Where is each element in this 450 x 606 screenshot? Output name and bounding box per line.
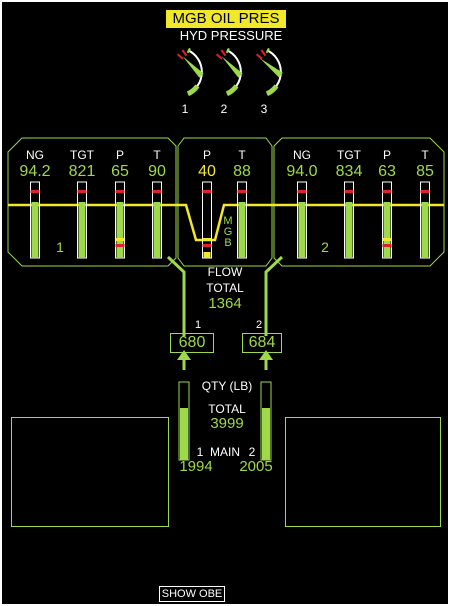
engine-1-number: 1: [56, 239, 64, 255]
flow-total-label: TOTAL: [206, 281, 244, 295]
eng1-tgt-value: 821: [68, 163, 96, 180]
eng1-p-label: P: [115, 148, 125, 162]
hyd-gauge-3-limit-tick: [260, 49, 267, 57]
mgb-t-bar-fill: [238, 202, 246, 258]
engine-1-panel: [7, 137, 177, 267]
engine-2-panel: [273, 137, 445, 267]
tank-2-fill: [262, 408, 270, 460]
hyd-gauge-3-band: [265, 47, 284, 97]
eng2-tgt-label: TGT: [337, 148, 361, 162]
eng1-p-bar-fill: [116, 202, 124, 258]
main-2-label: 2: [248, 445, 256, 459]
eng1-t-value: 90: [148, 163, 166, 180]
eng2-tgt-bar-limit-mark: [344, 190, 354, 193]
hyd-gauges: [176, 47, 284, 97]
qty-total-value: 3999: [210, 415, 244, 432]
hyd-gauge-1-limit-tick: [181, 49, 188, 57]
hyd-gauge-1-label: 1: [181, 102, 189, 116]
engine-2-number: 2: [321, 239, 329, 255]
eng1-t-bar-limit-mark: [152, 190, 162, 193]
mgb-t-label: T: [238, 148, 246, 162]
hyd-pressure-title: HYD PRESSURE: [179, 28, 283, 43]
hyd-gauge-3-limit-tick: [255, 53, 263, 60]
mgb-p-bar-limit-mark: [202, 190, 212, 193]
hyd-gauge-1-limit-tick: [176, 53, 184, 60]
flow-line-1: [166, 255, 186, 336]
flow-2-label: 2: [255, 319, 263, 331]
show-obe-button[interactable]: SHOW OBE: [159, 586, 225, 602]
eng2-p-bar-low-mark: [382, 244, 392, 247]
eng2-p-bar-limit-mark: [382, 190, 392, 193]
main-2-value: 2005: [239, 458, 273, 475]
flow-label: FLOW: [207, 265, 243, 279]
hyd-gauge-2-label: 2: [220, 102, 228, 116]
tank-1-fill: [180, 408, 188, 460]
tank-2-arrow-head: [259, 350, 273, 360]
eng1-p-value: 65: [111, 163, 129, 180]
eng1-p-bar-limit-mark: [115, 190, 125, 193]
left-side-window: [11, 417, 169, 527]
eng2-p-bar-caution-mark: [382, 238, 392, 241]
mgb-t-value: 88: [233, 163, 251, 180]
eng2-p-label: P: [382, 148, 392, 162]
flow-total-value: 1364: [208, 295, 242, 312]
eng2-tgt-value: 834: [335, 163, 363, 180]
tank-1-arrow-head: [177, 350, 191, 360]
mgb-p-bar-low-mark: [202, 244, 212, 247]
flow-line-2: [264, 255, 284, 336]
parameter-bars: [30, 181, 430, 259]
right-side-window: [285, 417, 441, 527]
eng2-p-bar-fill: [383, 202, 391, 258]
eng2-t-bar-fill: [421, 202, 429, 258]
eng2-tgt-bar-fill: [345, 202, 353, 258]
eng2-p-value: 63: [378, 163, 396, 180]
eng1-ng-bar-limit-mark: [30, 190, 40, 193]
hyd-gauge-2-limit-tick: [215, 53, 223, 60]
eng1-ng-label: NG: [26, 148, 44, 162]
eng1-ng-value: 94.2: [19, 163, 51, 180]
mgb-oil-pres-warning: MGB OIL PRES: [166, 10, 286, 28]
flow-1-label: 1: [194, 319, 202, 331]
eng1-tgt-bar-fill: [78, 202, 86, 258]
mgb-p-label: P: [202, 148, 212, 162]
hyd-gauge-2-pointer: [221, 56, 243, 78]
eng2-ng-value: 94.0: [286, 163, 318, 180]
mgb-p-bar-caution-mark: [202, 238, 212, 241]
eng1-tgt-bar-limit-mark: [77, 190, 87, 193]
eng1-t-bar-fill: [153, 202, 161, 258]
mgb-panel: [177, 137, 273, 267]
eng2-t-label: T: [421, 148, 429, 162]
flow-1-value: 680: [170, 333, 214, 353]
eng1-p-bar-caution-mark: [115, 238, 125, 241]
hyd-gauge-2-limit-tick: [220, 49, 227, 57]
hyd-gauge-3-label: 3: [260, 102, 268, 116]
eng2-ng-bar-limit-mark: [297, 190, 307, 193]
mgb-label: MGB: [223, 215, 233, 249]
main-1-label: 1: [196, 445, 204, 459]
eng1-p-bar-low-mark: [115, 244, 125, 247]
hyd-gauge-2-band: [225, 47, 244, 97]
mgb-p-value: 40: [198, 163, 216, 180]
hyd-gauge-1-band: [186, 47, 205, 97]
main-1-value: 1994: [179, 458, 213, 475]
qty-total-label: TOTAL: [208, 402, 246, 416]
hyd-gauge-3-pointer: [259, 58, 283, 78]
mgb-p-bar-fill: [203, 252, 211, 258]
flow-2-value: 684: [242, 333, 282, 353]
eng1-tgt-label: TGT: [70, 148, 94, 162]
mgb-t-bar-limit-mark: [237, 190, 247, 193]
eng1-t-label: T: [153, 148, 161, 162]
eng2-ng-label: NG: [293, 148, 311, 162]
eng1-ng-bar-fill: [31, 202, 39, 258]
eng2-ng-bar-fill: [298, 202, 306, 258]
eng2-t-value: 85: [416, 163, 434, 180]
eng2-t-bar-limit-mark: [420, 190, 430, 193]
qty-label: QTY (LB): [201, 379, 253, 393]
main-label: MAIN: [210, 445, 240, 459]
hyd-gauge-1-pointer: [182, 56, 204, 78]
